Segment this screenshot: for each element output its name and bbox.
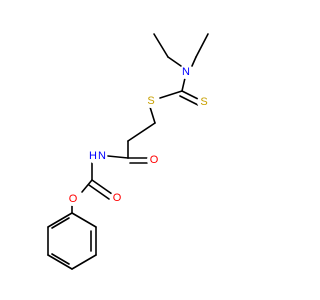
bond-ch2-ch2 bbox=[127, 122, 156, 142]
bond-ethyl2-ch2-n bbox=[191, 56, 197, 67]
bond-ring-4 bbox=[47, 254, 73, 270]
atom-s-thioether-label: S bbox=[147, 95, 154, 107]
atom-h-amide-label: H bbox=[89, 150, 97, 162]
atom-n-amine-label: N bbox=[182, 66, 190, 78]
atom-o-amide: O bbox=[147, 153, 161, 167]
bond-ring-3 bbox=[71, 254, 97, 270]
chemical-structure: N S S O H N O O bbox=[47, 33, 211, 270]
bond-s-ch2 bbox=[149, 106, 156, 124]
atom-s-thione-label: S bbox=[200, 96, 207, 108]
atom-o-carbonyl-label: O bbox=[113, 192, 122, 204]
bond-cthio-s-thioether bbox=[159, 90, 183, 99]
bond-cthio-s-double-b bbox=[179, 95, 199, 106]
atom-n-amide-label: N bbox=[98, 150, 106, 162]
bond-ring-1 bbox=[71, 212, 97, 228]
bond-ethyl1-ch2-n bbox=[167, 56, 182, 67]
bond-ccarb-oester bbox=[81, 179, 93, 193]
bond-ccarb-o-double-a bbox=[91, 179, 113, 195]
bond-ccarb-o-double-b bbox=[88, 184, 110, 200]
atom-o-ester: O bbox=[66, 192, 80, 206]
atom-s-thioether: S bbox=[144, 94, 158, 108]
atom-o-amide-label: O bbox=[150, 154, 159, 166]
atom-nh-amide: H N bbox=[89, 147, 107, 165]
bond-camide-nh bbox=[107, 155, 129, 159]
bond-n-cthio bbox=[181, 77, 186, 92]
bond-ring-inner-3 bbox=[51, 217, 70, 229]
bond-ethyl1-ch3-ch2 bbox=[153, 33, 169, 58]
bond-ring-6 bbox=[47, 212, 73, 228]
bond-ring-inner-2 bbox=[51, 253, 70, 265]
bond-cthio-s-double-a bbox=[181, 90, 201, 101]
bond-ethyl2-ch3-ch2 bbox=[195, 33, 209, 58]
atom-o-ester-label: O bbox=[69, 193, 78, 205]
atom-o-carbonyl: O bbox=[110, 191, 124, 205]
atom-s-thione: S bbox=[197, 95, 211, 109]
atom-n-amine: N bbox=[179, 65, 193, 79]
bonds bbox=[47, 33, 209, 270]
atom-labels: N S S O H N O O bbox=[66, 65, 211, 206]
